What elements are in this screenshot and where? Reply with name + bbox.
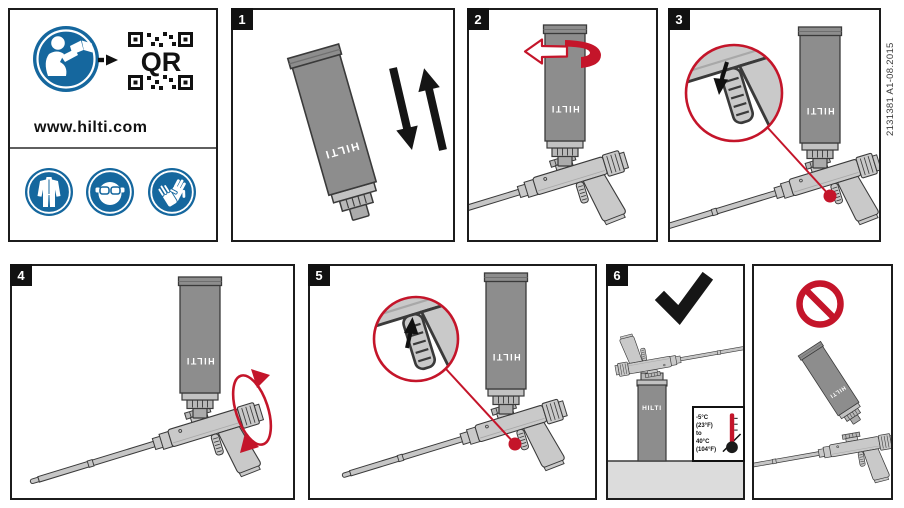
- wear-protective-clothing-icon: [25, 168, 73, 216]
- step-5-badge: 5: [308, 264, 330, 286]
- upright-canister: HILTI: [636, 372, 668, 462]
- detached-foam-gun: [754, 425, 891, 498]
- step-2-panel: 2: [467, 8, 658, 242]
- temp-max-f: (104°F): [696, 447, 717, 454]
- wear-eye-protection-icon: [86, 168, 134, 216]
- detached-canister: [797, 341, 869, 430]
- temp-min-f: (23°F): [696, 422, 713, 429]
- trigger-highlight-dot: [508, 437, 522, 451]
- foam-gun: [336, 388, 582, 498]
- temp-max-c: 40°C: [696, 439, 710, 446]
- qr-code: QR: [128, 32, 193, 90]
- document-number: 2131381 A1-08.2015: [885, 42, 896, 136]
- detail-magnifier-circle: [684, 43, 784, 143]
- temp-min-c: -5°C: [696, 414, 709, 421]
- shake-up-down-arrows: [389, 67, 447, 151]
- foam-canister: [483, 272, 529, 415]
- foam-canister: [286, 43, 388, 227]
- rotate-dial-arrows: [231, 369, 273, 453]
- foam-canister: [177, 276, 223, 419]
- step-3-panel: 3: [668, 8, 881, 242]
- read-manual-icon: [33, 26, 99, 92]
- step-4-badge: 4: [10, 264, 32, 286]
- wear-protective-gloves-icon: [148, 168, 196, 216]
- thermometer-icon: [722, 413, 742, 454]
- screw-on-rotate-arrow: [523, 38, 601, 68]
- qr-label: QR: [141, 47, 182, 77]
- foam-gun: [670, 142, 879, 240]
- step-6-correct-panel: 6 HILTI -5°C (23°F) to 40°C (104°F): [606, 264, 745, 500]
- foam-gun: [23, 391, 279, 498]
- canister-brand-text: HILTI: [642, 405, 662, 412]
- foam-canister: [797, 26, 843, 169]
- step-1-badge: 1: [231, 8, 253, 30]
- release-trigger-arrow: [404, 317, 419, 349]
- magnifier-connector-line: [445, 368, 516, 445]
- step-6-badge: 6: [606, 264, 628, 286]
- temp-joiner: to: [696, 430, 702, 437]
- arrow-icon: [98, 54, 118, 66]
- step-1-panel: 1: [231, 8, 455, 242]
- step-5-panel: 5: [308, 264, 597, 500]
- website-text: www.hilti.com: [33, 119, 147, 136]
- info-safety-panel: QR www.hilti.com: [8, 8, 218, 242]
- step-6-wrong-panel: [752, 264, 893, 500]
- trigger-highlight-dot: [823, 189, 837, 203]
- foam-gun: [609, 312, 743, 383]
- magnifier-connector-line: [767, 127, 831, 197]
- detail-magnifier-circle: [372, 295, 460, 383]
- prohibition-sign: [796, 280, 844, 328]
- temperature-label: -5°C (23°F) to 40°C (104°F): [692, 406, 745, 462]
- step-2-badge: 2: [467, 8, 489, 30]
- checkmark: [654, 271, 714, 325]
- step-3-badge: 3: [668, 8, 690, 30]
- step-4-panel: 4: [10, 264, 295, 500]
- press-trigger-arrow: [713, 61, 729, 95]
- floor: [608, 461, 743, 498]
